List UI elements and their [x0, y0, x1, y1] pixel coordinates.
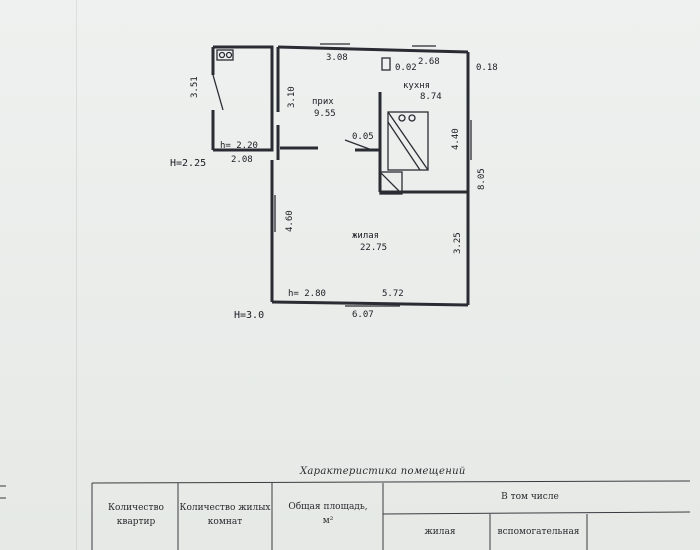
living-area-label: 22.75 [360, 243, 387, 253]
porch-walls [211, 45, 274, 152]
porch-inner-height-label: h= 2.20 [220, 141, 258, 151]
living-left-wall-label: 4.60 [285, 210, 295, 232]
col-apartments-line1: Количество [108, 503, 164, 513]
top-wall-a-label: 3.08 [326, 53, 348, 63]
col-rooms-line1: Количество жилых [179, 503, 271, 513]
house-height-label: H=3.0 [234, 310, 264, 321]
porch-depth-label: 3.51 [190, 76, 200, 98]
partition-small-label: 0.05 [352, 132, 374, 142]
house-inner-height-label: h= 2.80 [288, 289, 326, 299]
kitchen-wall-label: 4.40 [451, 128, 461, 150]
top-small-label: 0.02 [395, 63, 417, 73]
col-total-line1: Общая площадь, [288, 502, 368, 512]
col-auxiliary-label: вспомогательная [497, 527, 580, 537]
top-wall-b-label: 2.68 [418, 57, 440, 67]
porch-stove [216, 49, 234, 61]
hall-door-swing [344, 139, 373, 151]
characteristics-table [0, 480, 691, 550]
col-total-line2: м² [322, 516, 334, 526]
col-apartments-line2: квартир [116, 517, 156, 527]
porch-width-label: 2.08 [231, 155, 253, 165]
col-apartments-label: Количество квартир [96, 501, 176, 529]
col-living-label: жилая [424, 527, 456, 537]
col-rooms-line2: комнат [207, 517, 243, 527]
living-name-label: жилая [352, 231, 379, 241]
col-total-area-label: Общая площадь, м² [274, 500, 382, 528]
table-title: Характеристика помещений [300, 466, 466, 477]
kitchen-stove [379, 111, 429, 195]
sheet-fold-line [76, 0, 77, 550]
hall-wall-label: 3.10 [287, 86, 297, 108]
bottom-inner-label: 5.72 [382, 289, 404, 299]
bottom-outer-label: 6.07 [352, 310, 374, 320]
living-right-wall-label: 3.25 [453, 232, 463, 254]
col-including-label: В том числе [501, 492, 559, 502]
hall-name-label: прих [312, 97, 334, 107]
hall-area-label: 9.55 [314, 109, 336, 119]
cabinet [381, 57, 391, 71]
kitchen-area-label: 8.74 [420, 92, 442, 102]
right-wall-label: 8.05 [477, 168, 487, 190]
floor-plan: 3.51 h= 2.20 2.08 H=2.25 3.10 3.08 0.02 … [170, 43, 498, 321]
corner-offset-label: 0.18 [476, 63, 498, 73]
house-walls [270, 43, 472, 307]
porch-door-swing [212, 74, 224, 111]
porch-height-label: H=2.25 [170, 158, 206, 169]
kitchen-name-label: кухня [403, 81, 430, 91]
col-rooms-label: Количество жилых комнат [178, 501, 272, 529]
